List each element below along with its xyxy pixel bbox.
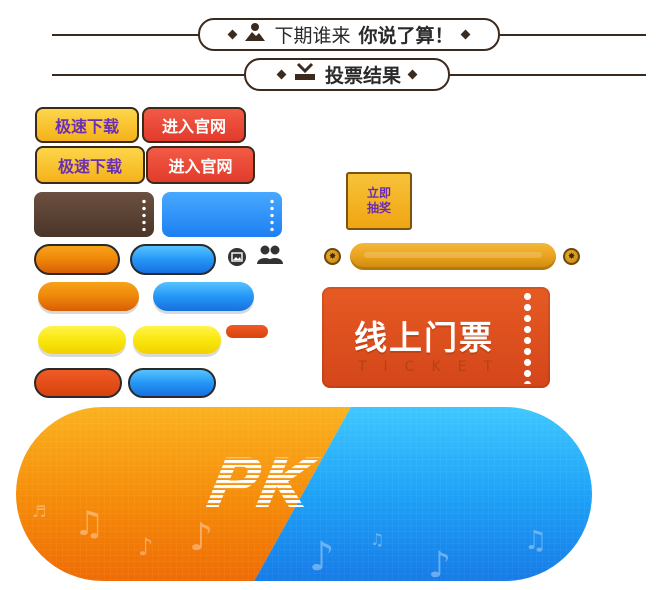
- fast-download-button-2[interactable]: 极速下载: [35, 146, 145, 184]
- photo-icon[interactable]: [228, 248, 246, 266]
- blue-pill-button-2[interactable]: [153, 282, 254, 311]
- blue-ticket-bar[interactable]: [162, 192, 282, 237]
- banner-next-vote-bold: 你说了算！: [358, 25, 454, 47]
- fast-download-label: 极速下载: [54, 117, 119, 136]
- enter-site-label: 进入官网: [161, 117, 226, 136]
- svg-text:♫: ♫: [74, 504, 104, 544]
- banner-rule-right-2: [446, 74, 646, 76]
- fast-download-button[interactable]: 极速下载: [35, 107, 139, 143]
- banner-rule-left-2: [52, 74, 248, 76]
- brown-ticket-bar[interactable]: [34, 192, 154, 237]
- person-mountain-icon: [244, 22, 266, 47]
- diamond-icon: [276, 69, 287, 80]
- svg-text:♪: ♪: [138, 533, 153, 561]
- orange-pill-button-2[interactable]: [38, 282, 139, 311]
- yellow-pill-button[interactable]: [38, 326, 126, 354]
- diamond-icon: [460, 29, 470, 40]
- ticket-perforation: [523, 291, 532, 384]
- blue-pill-button[interactable]: [130, 244, 216, 275]
- draw-now-button[interactable]: 立即 抽奖: [346, 172, 412, 230]
- draw-now-line1: 立即: [366, 186, 391, 200]
- banner-vote-result: 投票结果: [244, 58, 450, 91]
- enter-site-button[interactable]: 进入官网: [142, 107, 246, 143]
- online-ticket-card[interactable]: 线上门票 TICKET: [322, 287, 550, 388]
- svg-text:♫: ♫: [524, 526, 547, 556]
- online-ticket-title: 线上门票: [354, 318, 494, 357]
- star-stud-icon: ✸: [324, 248, 341, 265]
- small-red-pill[interactable]: [226, 325, 268, 338]
- banner-rule-right: [496, 34, 646, 36]
- pk-capsule-graphic: ♫ ♪ ♪ ♬ ♪ ♫ ♪ ♫ PK: [16, 407, 592, 585]
- banner-next-vote-prefix: 下期谁来: [274, 25, 351, 47]
- gold-progress-bar: [350, 243, 556, 270]
- svg-text:♪: ♪: [428, 545, 451, 585]
- svg-text:♪: ♪: [309, 534, 335, 580]
- star-stud-icon: ✸: [563, 248, 580, 265]
- yellow-pill-button-2[interactable]: [133, 326, 221, 354]
- svg-text:♬: ♬: [32, 502, 46, 521]
- banner-next-vote: 下期谁来 你说了算！: [198, 18, 500, 51]
- fast-download-label: 极速下载: [57, 157, 122, 176]
- online-ticket-subtitle: TICKET: [358, 359, 510, 375]
- group-icon[interactable]: [256, 244, 284, 270]
- blue-pill-button-3[interactable]: [128, 368, 216, 398]
- check-ballot-icon: [293, 62, 317, 87]
- pk-text: PK: [201, 445, 325, 524]
- ticket-perforation: [142, 198, 146, 231]
- enter-site-button-2[interactable]: 进入官网: [146, 146, 255, 184]
- music-note-icon: ♫ ♪ ♪ ♬ ♪ ♫ ♪ ♫: [32, 502, 547, 585]
- red-pill-button[interactable]: [34, 368, 122, 398]
- orange-pill-button[interactable]: [34, 244, 120, 275]
- banner-rule-left: [52, 34, 202, 36]
- ticket-perforation: [270, 198, 274, 231]
- svg-text:♪: ♪: [189, 515, 213, 559]
- banner-vote-result-label: 投票结果: [324, 65, 401, 87]
- draw-now-line2: 抽奖: [366, 201, 391, 215]
- pk-capsule: ♫ ♪ ♪ ♬ ♪ ♫ ♪ ♫ PK: [14, 405, 594, 585]
- diamond-icon: [407, 69, 418, 80]
- svg-text:♫: ♫: [370, 530, 384, 549]
- enter-site-label: 进入官网: [168, 157, 233, 176]
- diamond-icon: [228, 29, 238, 40]
